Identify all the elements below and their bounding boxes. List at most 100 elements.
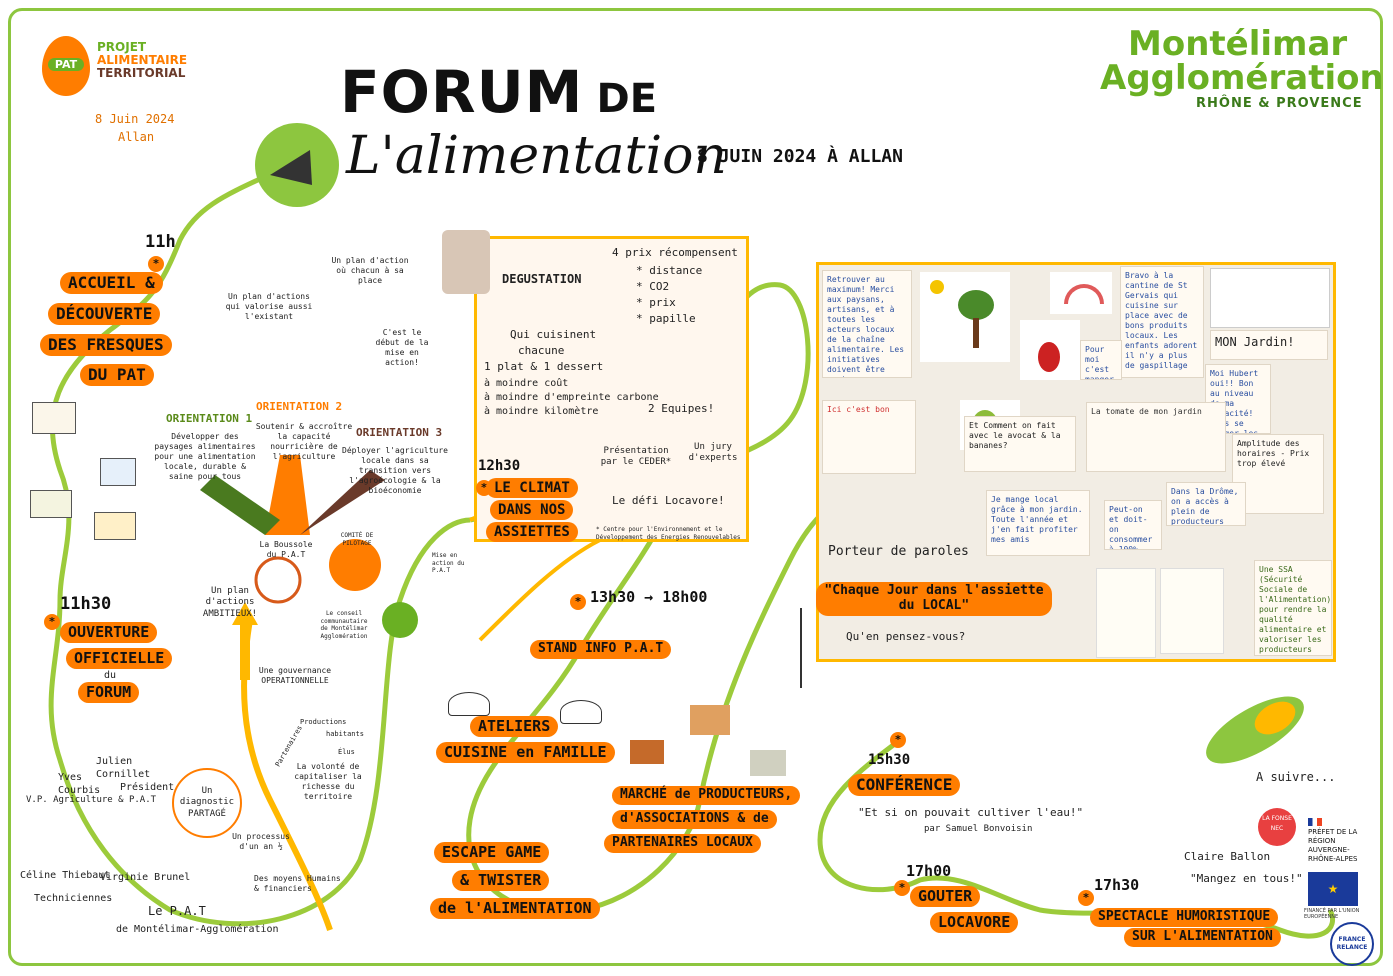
- jury: Un jury d'experts: [688, 442, 738, 464]
- prix-2: * CO2: [636, 280, 670, 293]
- presentation-ceder: Présentation par le CEDER*: [600, 446, 672, 468]
- note-1: Retrouver au maximum! Merci aux paysans,…: [822, 270, 912, 378]
- note-3: MON Jardin!: [1210, 330, 1328, 360]
- claire-quote: "Mangez en tous!": [1190, 872, 1303, 885]
- star-1530: *: [890, 732, 906, 748]
- note-8: Dans la Drôme, on a accès à plein de pro…: [1166, 482, 1246, 526]
- degustation-panel: [474, 236, 749, 542]
- fonse-logo: LA FONSE NEC: [1258, 808, 1296, 846]
- stand-info: STAND INFO P.A.T: [530, 640, 672, 659]
- note-5: Amplitude des horaires - Prix trop élevé: [1232, 434, 1324, 514]
- plan-place: Un plan d'action où chacun à sa place: [331, 256, 409, 285]
- handwritten-letter-1: [1096, 568, 1156, 658]
- star-1130: *: [44, 614, 60, 630]
- gouvernance: Une gouvernance OPERATIONNELLE: [258, 666, 332, 685]
- ouverture-line3: du: [104, 670, 117, 681]
- note-12: Ici c'est bon: [822, 400, 916, 474]
- note-11: Une SSA (Sécurité Sociale de l'Alimentat…: [1254, 560, 1332, 656]
- pat-montelimar: Le P.A.T: [148, 904, 206, 918]
- pilotage-circle: [382, 602, 418, 638]
- marche-line3: PARTENAIRES LOCAUX: [604, 834, 761, 853]
- brand-line3: RHÔNE & PROVENCE: [1196, 96, 1363, 111]
- deg-text-6: à moindre kilomètre: [484, 406, 599, 417]
- processus: Un processus d'un an ½: [232, 832, 290, 851]
- boussole-label: La Boussole du P.A.T: [259, 540, 313, 559]
- pat-line1: PROJET: [97, 40, 147, 54]
- fresque-panel-4: [94, 512, 136, 540]
- time-1330: 13h30 → 18h00: [590, 588, 708, 606]
- orientation3-text: Déployer l'agriculture locale dans sa tr…: [342, 446, 448, 495]
- garden-drawing: [1210, 268, 1330, 328]
- ouverture-line4: FORUM: [78, 682, 140, 704]
- plan-ambitieux: Un plan d'actions AMBITIEUX!: [202, 586, 258, 619]
- ateliers-line2: CUISINE en FAMILLE: [436, 742, 615, 764]
- claire-name: Claire Ballon: [1184, 850, 1271, 863]
- note-13: Peut-on et doit-on consommer à 100% loca…: [1104, 500, 1162, 550]
- trunk-right: [300, 470, 385, 535]
- mise-action: Mise en action du P.A.T: [432, 552, 465, 574]
- gouter-line2: LOCAVORE: [930, 912, 1019, 934]
- deg-text-1: Qui cuisinent: [510, 328, 597, 341]
- orientation1-title: ORIENTATION 1: [166, 412, 253, 425]
- conference-author: par Samuel Bonvoisin: [924, 824, 1033, 834]
- deg-text-4: à moindre coût: [484, 378, 569, 389]
- plan-valorise: Un plan d'actions qui valorise aussi l'e…: [225, 292, 313, 321]
- handwritten-letter-2: [1160, 568, 1224, 654]
- orientation3-title: ORIENTATION 3: [356, 426, 443, 439]
- star-11h: *: [148, 256, 164, 272]
- pat-line2: ALIMENTAIRE: [97, 53, 188, 67]
- sun-icon: [930, 280, 944, 294]
- fresque-panel-3: [30, 490, 72, 518]
- brand-line1: Montélimar: [1128, 24, 1348, 64]
- pat-montelimar2: de Montélimar-Agglomération: [116, 924, 279, 935]
- accueil-line1: ACCUEIL &: [60, 272, 163, 295]
- person-celine: Céline Thiebaut: [20, 870, 111, 881]
- person-yves-role: V.P. Agriculture & P.A.T: [26, 795, 157, 805]
- pat-badge: PAT: [48, 58, 84, 71]
- accueil-line3: DES FRESQUES: [40, 334, 172, 357]
- prefet-text: PRÉFET DE LA RÉGION AUVERGNE-RHÔNE-ALPES: [1308, 828, 1358, 863]
- compass-icon: [254, 556, 302, 604]
- star-1330: *: [570, 594, 586, 610]
- star-17: *: [894, 880, 910, 896]
- pat-place: Allan: [118, 130, 155, 144]
- prix-intro: 4 prix récompensent: [612, 246, 738, 259]
- stall-icon-2: [690, 705, 730, 735]
- orientation2-title: ORIENTATION 2: [256, 400, 343, 413]
- person-techniciennes: Techniciennes: [34, 893, 113, 904]
- radish-icon: [1038, 342, 1060, 372]
- equipes: 2 Equipes!: [648, 402, 715, 415]
- productions-label: Productions: [300, 718, 347, 726]
- comite-circle: [329, 539, 381, 591]
- relance-logo: FRANCE RELANCE: [1330, 922, 1374, 966]
- tray-person-icon: [800, 608, 826, 688]
- marche-line2: d'ASSOCIATIONS & de: [612, 810, 777, 829]
- fonse-text: LA FONSE NEC: [1262, 815, 1292, 832]
- prefet-logo: PRÉFET DE LA RÉGION AUVERGNE-RHÔNE-ALPES: [1308, 818, 1368, 864]
- porteur-question: "Chaque Jour dans l'assiette du LOCAL": [816, 582, 1052, 616]
- pat-pin-icon: PAT: [42, 36, 90, 96]
- diagnostic-circle: Un diagnostic PARTAGÉ: [172, 768, 242, 838]
- note-6: Et Comment on fait avec le avocat & la b…: [964, 416, 1076, 472]
- a-suivre: A suivre...: [1256, 770, 1336, 784]
- trunk-left: [200, 475, 280, 535]
- orientation1-text: Développer des paysages alimentaires pou…: [154, 432, 256, 481]
- header-title: FORUM DE L'alimentation: [340, 58, 960, 186]
- prix-1: * distance: [636, 264, 703, 277]
- time-1730: 17h30: [1094, 876, 1140, 894]
- fresque-panel-1: [32, 402, 76, 434]
- time-1530: 15h30: [868, 752, 911, 768]
- pat-logo: PAT PROJET ALIMENTAIRE TERRITORIAL: [42, 28, 212, 98]
- note-9: Pour moi c'est manger des cerises: [1080, 340, 1122, 380]
- person-julien-role: Président: [120, 782, 175, 793]
- climat-line2: DANS NOS: [490, 500, 574, 521]
- brand-line2: Agglomération: [1100, 58, 1384, 98]
- ambitious-arrow-head: [232, 602, 258, 625]
- prix-4: * papille: [636, 312, 696, 325]
- elus-label: Élus: [338, 748, 355, 756]
- gouter-line1: GOUTER: [910, 886, 981, 908]
- corn-icon: [1254, 701, 1296, 735]
- time-17: 17h00: [906, 862, 952, 880]
- header-subtitle: 8 JUIN 2024 À ALLAN: [697, 146, 903, 167]
- deg-text-2: chacune: [518, 344, 565, 357]
